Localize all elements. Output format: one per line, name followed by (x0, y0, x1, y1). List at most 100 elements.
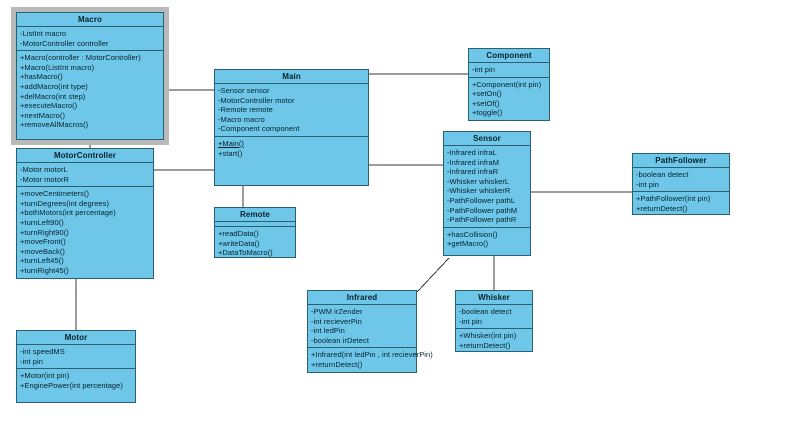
uml-class-sensor[interactable]: Sensor-Infrared infraL-Infrared infraM-I… (443, 131, 531, 256)
operation: +returnDetect() (311, 359, 363, 369)
attribute: -int pin (636, 179, 659, 189)
attribute: -Infrared infraL (447, 148, 497, 157)
class-operations-sensor: +hasCollision()+getMacro() (444, 228, 530, 252)
uml-class-whisker[interactable]: Whisker-boolean detect-int pin+Whisker(i… (455, 290, 533, 352)
class-operations-whisker: +Whisker(int pin)+returnDetect() (456, 329, 532, 353)
operation: +turnRight45() (20, 265, 69, 275)
operation: +Infrared(int ledPin , int recieverPin) (311, 350, 433, 360)
attribute: -PathFollower pathM (447, 205, 518, 215)
operation: +Component(int pin) (472, 79, 542, 89)
attribute: -int pin (20, 356, 43, 366)
uml-class-main[interactable]: Main-Sensor sensor-MotorController motor… (214, 69, 369, 186)
compartment-filler (444, 252, 530, 255)
attribute: -boolean detect (636, 170, 689, 179)
class-attributes-sensor: -Infrared infraL-Infrared infraM-Infrare… (444, 146, 530, 228)
compartment-filler (215, 161, 368, 185)
operation: +DataToMacro() (218, 248, 273, 258)
attribute: -Motor motorR (20, 174, 69, 184)
operation: +turnLeft45() (20, 256, 64, 266)
operation: +turnLeft90() (20, 217, 64, 227)
class-attributes-motor: -int speedMS-int pin (17, 345, 135, 370)
class-operations-motor: +Motor(int pin)+EnginePower(int percenta… (17, 369, 135, 393)
class-operations-component: +Component(int pin)+setOn()+setOf()+togg… (469, 78, 549, 121)
class-operations-motorcontroller: +moveCentimeters()+turnDegrees(int degre… (17, 187, 153, 278)
attribute: -Infrared infraR (447, 167, 499, 177)
operation: +executeMacro() (20, 101, 78, 111)
operation: +Motor(int pin) (20, 371, 70, 381)
uml-class-component[interactable]: Component-int pin+Component(int pin)+set… (468, 48, 550, 121)
uml-class-pathfollower[interactable]: PathFollower-boolean detect-int pin+Path… (632, 153, 730, 215)
class-name-whisker: Whisker (456, 291, 532, 305)
uml-class-remote[interactable]: Remote +readData()+writeData()+DataToMacr… (214, 207, 296, 258)
attribute: -int recieverPin (311, 316, 362, 326)
operation: +Macro(controller : MotorController) (20, 53, 141, 63)
operation: +moveCentimeters() (20, 189, 90, 199)
operation: +moveBack() (20, 246, 65, 256)
operation: +Whisker(int pin) (459, 331, 517, 341)
class-name-remote: Remote (215, 208, 295, 222)
class-name-pathfollower: PathFollower (633, 154, 729, 168)
operation: +returnDetect() (636, 203, 688, 213)
attribute: -Component component (218, 124, 300, 134)
uml-class-infrared[interactable]: Infrared-PWM irZender-int recieverPin-in… (307, 290, 433, 373)
attribute: -int pin (459, 316, 482, 326)
class-operations-macro: +Macro(controller : MotorController)+Mac… (17, 51, 163, 133)
operation: +addMacro(int type) (20, 81, 88, 91)
class-attributes-pathfollower: -boolean detect-int pin (633, 168, 729, 193)
operation: +setOn() (472, 89, 502, 99)
operation: +returnDetect() (459, 340, 511, 350)
attribute: -Whisker whiskerL (447, 176, 510, 186)
operation: +turnDegrees(int degrees) (20, 198, 110, 208)
operation: +turnRight90() (20, 227, 69, 237)
operation: +setOf() (472, 98, 500, 108)
operation: +Main() (218, 138, 244, 148)
class-attributes-infrared: -PWM irZender-int recieverPin-int ledPin… (308, 305, 416, 349)
attribute: -ListInt macro (20, 29, 67, 38)
class-operations-main: +Main()+start() (215, 137, 368, 161)
class-operations-pathfollower: +PathFollower(int pin)+returnDetect() (633, 192, 729, 216)
attribute: -Macro macro (218, 114, 265, 124)
operation: +readData() (218, 229, 259, 238)
class-attributes-component: -int pin (469, 63, 549, 78)
class-name-sensor: Sensor (444, 132, 530, 146)
class-attributes-whisker: -boolean detect-int pin (456, 305, 532, 330)
operation: +hasMacro() (20, 72, 63, 82)
operation: +PathFollower(int pin) (636, 194, 711, 204)
operation: +Macro(ListInt macro) (20, 62, 95, 72)
class-name-component: Component (469, 49, 549, 63)
uml-class-macro[interactable]: Macro-ListInt macro-MotorController cont… (11, 7, 169, 145)
class-attributes-main: -Sensor sensor-MotorController motor-Rem… (215, 84, 368, 137)
operation: +toggle() (472, 108, 503, 118)
attribute: -Motor motorL (20, 165, 68, 174)
operation: +moveFront() (20, 237, 66, 247)
compartment-filler (17, 393, 135, 402)
operation: +removeAllMacros() (20, 120, 89, 130)
operation: +nextMacro() (20, 110, 65, 120)
class-operations-infrared: +Infrared(int ledPin , int recieverPin)+… (308, 348, 433, 372)
uml-class-motorcontroller[interactable]: MotorController-Motor motorL-Motor motor… (16, 148, 154, 279)
compartment-filler (17, 133, 163, 139)
class-attributes-macro: -ListInt macro-MotorController controlle… (17, 27, 163, 52)
attribute: -Infrared infraM (447, 157, 500, 167)
attribute: -int ledPin (311, 326, 345, 336)
uml-class-motor[interactable]: Motor-int speedMS-int pin+Motor(int pin)… (16, 330, 136, 403)
attribute: -int pin (472, 65, 495, 74)
connector-sensor-infrared (416, 257, 450, 293)
operation: +delMacro(int step) (20, 91, 86, 101)
attribute: -MotorController controller (20, 38, 109, 48)
attribute: -PathFollower pathR (447, 215, 517, 225)
operation: +hasCollision() (447, 229, 498, 239)
class-attributes-motorcontroller: -Motor motorL-Motor motorR (17, 163, 153, 188)
attribute: -Remote remote (218, 105, 273, 115)
attribute: -Whisker whiskerR (447, 186, 511, 196)
attribute: -Sensor sensor (218, 86, 270, 95)
class-operations-remote: +readData()+writeData()+DataToMacro() (215, 227, 295, 261)
attribute: -boolean detect (459, 307, 512, 316)
class-name-main: Main (215, 70, 368, 84)
attribute: -boolean irDetect (311, 335, 369, 345)
operation: +EnginePower(int percentage) (20, 380, 123, 390)
operation: +bothMotors(int percentage) (20, 208, 116, 218)
class-name-macro: Macro (17, 13, 163, 27)
